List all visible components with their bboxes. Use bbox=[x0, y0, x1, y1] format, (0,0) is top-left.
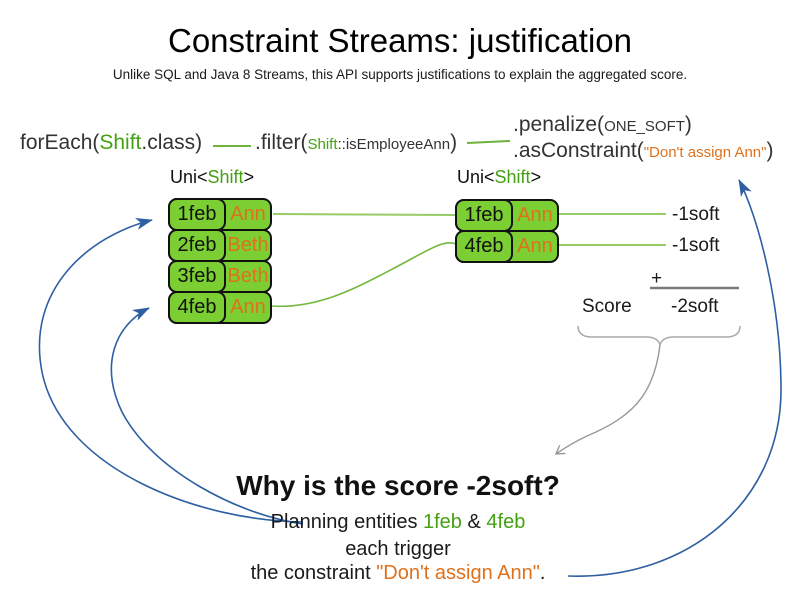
code-filter-methodref: ::isEmployeeAnn bbox=[337, 136, 451, 153]
shift-row: 2feb Beth bbox=[168, 229, 272, 262]
blue-arrow-to-asconstraint bbox=[567, 179, 782, 577]
slide-title: Constraint Streams: justification bbox=[167, 22, 632, 59]
shift-row: 4feb Ann bbox=[455, 230, 559, 263]
code-penalize: .penalize(ONE_SOFT) bbox=[513, 113, 692, 137]
code-penalize-suffix: ) bbox=[684, 113, 692, 136]
penalty-value: -1soft bbox=[672, 204, 720, 225]
right-stream-type-label: Uni<Shift> bbox=[457, 167, 541, 188]
left-stream-table: 1feb Ann 2feb Beth 3feb Beth 4feb Ann bbox=[168, 198, 272, 324]
gray-arrow-score-to-why bbox=[554, 344, 661, 455]
code-asconstraint-arg: "Don't assign Ann" bbox=[643, 144, 767, 161]
right-stream-table: 1feb Ann 4feb Ann bbox=[455, 199, 559, 263]
shift-date: 3feb bbox=[168, 260, 226, 293]
shift-date: 1feb bbox=[455, 199, 513, 232]
blue-arrow-to-1feb bbox=[38, 218, 304, 523]
slide-subtitle: Unlike SQL and Java 8 Streams, this API … bbox=[112, 67, 688, 82]
shift-row: 4feb Ann bbox=[168, 291, 272, 324]
plus-sign: + bbox=[651, 268, 663, 289]
shift-employee: Ann bbox=[230, 296, 266, 318]
right-uni-suffix: > bbox=[530, 167, 542, 187]
shift-date: 4feb bbox=[455, 230, 513, 263]
right-uni-prefix: Uni< bbox=[457, 167, 495, 187]
explanation-ampersand: & bbox=[461, 511, 487, 533]
link-filter-penalize bbox=[466, 140, 511, 144]
explanation-line3-prefix: the constraint bbox=[250, 562, 377, 584]
shift-employee: Ann bbox=[517, 204, 553, 226]
code-filter-prefix: .filter( bbox=[255, 131, 308, 154]
explanation-line2: each trigger bbox=[345, 538, 451, 560]
code-asconstraint-prefix: .asConstraint( bbox=[513, 139, 644, 162]
code-filter-suffix: ) bbox=[450, 131, 458, 154]
constraint-name-ref: "Don't assign Ann" bbox=[376, 562, 540, 584]
code-penalize-prefix: .penalize( bbox=[513, 113, 605, 136]
code-foreach-prefix: forEach( bbox=[20, 131, 100, 154]
left-uni-suffix: > bbox=[243, 167, 255, 187]
shift-row: 1feb Ann bbox=[168, 198, 272, 231]
shift-date: 4feb bbox=[168, 291, 226, 324]
entity-4feb-ref: 4feb bbox=[486, 511, 526, 533]
link-4feb-to-4feb bbox=[271, 241, 457, 308]
score-total: -2soft bbox=[671, 296, 719, 317]
explanation-line1-prefix: Planning entities bbox=[270, 511, 423, 533]
right-uni-type: Shift bbox=[494, 167, 531, 187]
code-asconstraint: .asConstraint("Don't assign Ann") bbox=[513, 139, 773, 163]
explanation-line3: the constraint "Don't assign Ann". bbox=[0, 562, 798, 585]
shift-employee: Ann bbox=[230, 203, 266, 225]
blue-arrow-to-4feb bbox=[110, 307, 304, 525]
score-brace bbox=[577, 325, 741, 346]
shift-row: 3feb Beth bbox=[168, 260, 272, 293]
code-penalize-arg: ONE_SOFT bbox=[604, 118, 685, 135]
shift-employee: Beth bbox=[227, 265, 269, 287]
code-asconstraint-suffix: ) bbox=[766, 139, 774, 162]
code-filter: .filter(Shift::isEmployeeAnn) bbox=[255, 131, 457, 155]
left-stream-type-label: Uni<Shift> bbox=[170, 167, 254, 188]
entity-1feb-ref: 1feb bbox=[423, 511, 462, 533]
explanation-line1: Planning entities 1feb & 4feb bbox=[0, 511, 798, 534]
shift-row: 1feb Ann bbox=[455, 199, 559, 232]
shift-employee: Ann bbox=[517, 235, 553, 257]
code-foreach-class: Shift bbox=[99, 131, 142, 154]
shift-date: 1feb bbox=[168, 198, 226, 231]
code-foreach-suffix: .class) bbox=[141, 131, 203, 154]
shift-employee: Beth bbox=[227, 234, 269, 256]
left-uni-prefix: Uni< bbox=[170, 167, 208, 187]
code-foreach: forEach(Shift.class) bbox=[20, 131, 202, 155]
code-filter-class: Shift bbox=[307, 136, 338, 153]
why-heading: Why is the score -2soft? bbox=[236, 470, 560, 501]
link-1feb-to-1feb bbox=[272, 213, 456, 216]
score-label: Score bbox=[582, 296, 632, 317]
explanation-line3-suffix: . bbox=[539, 562, 546, 584]
penalty-value: -1soft bbox=[672, 235, 720, 256]
shift-date: 2feb bbox=[168, 229, 226, 262]
left-uni-type: Shift bbox=[207, 167, 244, 187]
